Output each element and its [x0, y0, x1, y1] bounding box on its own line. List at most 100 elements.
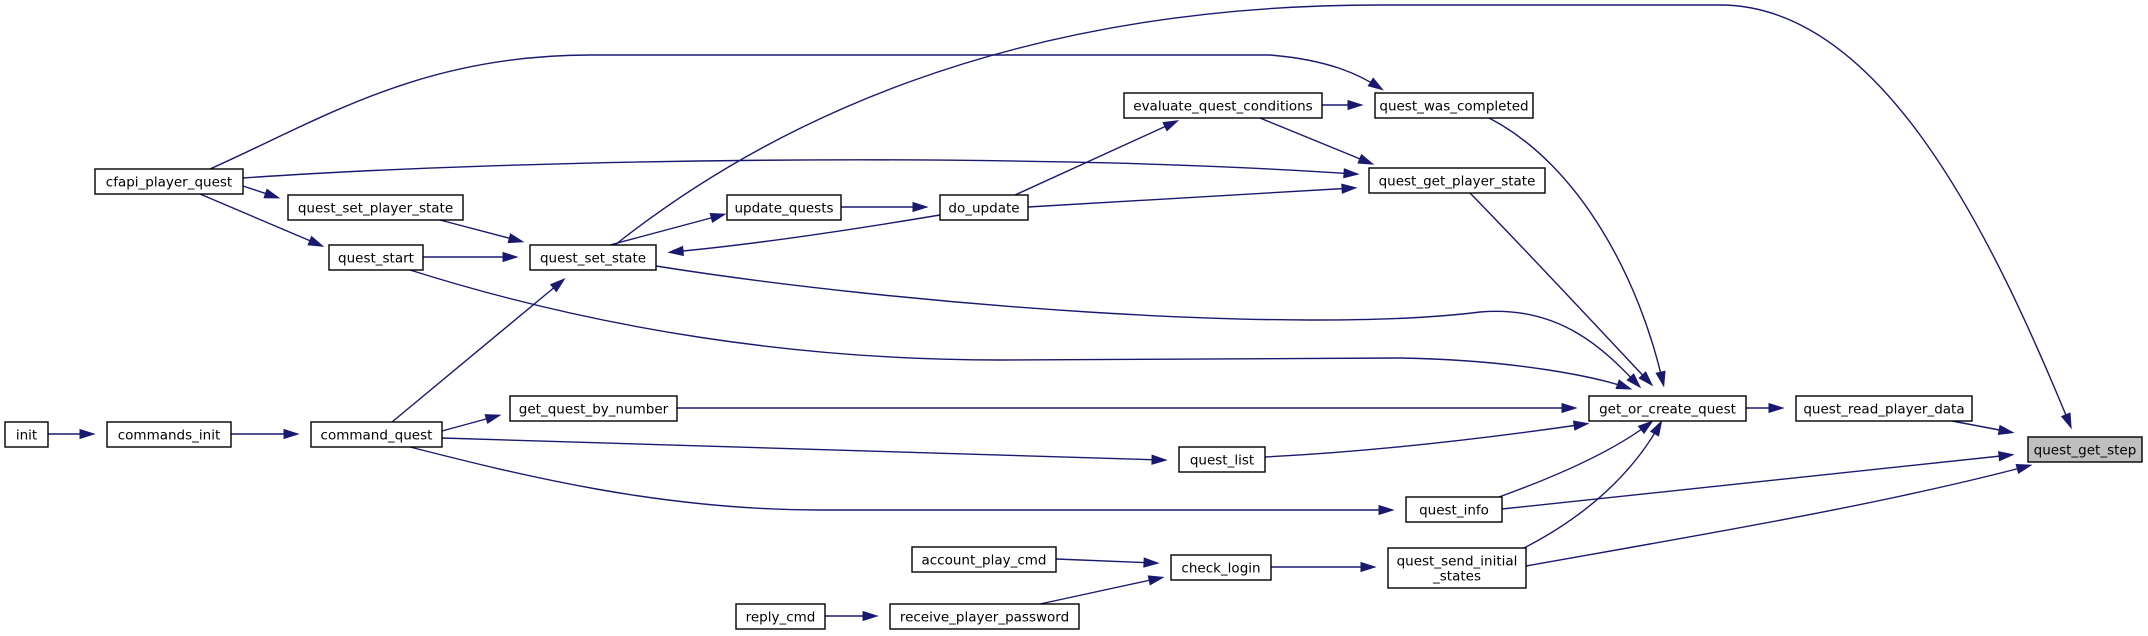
edge-line: [609, 214, 723, 246]
arrowhead-icon: [1637, 420, 1654, 435]
node-commands-init[interactable]: commands_init: [106, 421, 232, 448]
node-cfapi-player-quest[interactable]: cfapi_player_quest: [94, 168, 244, 195]
arrowhead-icon: [79, 428, 96, 440]
node-quest-start[interactable]: quest_start: [328, 244, 424, 271]
edge-receive_player_password-to-check_login: [1039, 575, 1165, 605]
node-label: quest_read_player_data: [1803, 402, 1964, 418]
edge-update_quests-to-do_update: [841, 201, 929, 213]
edge-line: [441, 437, 1164, 461]
node-label: quest_set_state: [540, 251, 646, 267]
node-label: init: [16, 428, 37, 444]
node-box: [889, 603, 1080, 630]
edge-quest_send_initial_states-to-quest_get_step: [1525, 463, 2033, 567]
node-box: [106, 421, 232, 448]
node-label: account_play_cmd: [921, 553, 1046, 569]
node-label: update_quests: [734, 201, 833, 217]
arrowhead-icon: [1378, 504, 1395, 516]
arrowhead-icon: [1997, 424, 2015, 435]
node-quest-read-player-data[interactable]: quest_read_player_data: [1795, 395, 1973, 422]
edge-line: [671, 214, 941, 253]
arrowhead-icon: [307, 235, 325, 247]
edge-line: [409, 446, 1390, 511]
node-box: [1368, 167, 1546, 194]
arrowhead-icon: [667, 245, 684, 257]
node-receive-player-password[interactable]: receive_player_password: [889, 603, 1080, 630]
node-update-quests[interactable]: update_quests: [726, 194, 842, 221]
node-quest-get-step[interactable]: quest_get_step: [2027, 436, 2143, 463]
node-box: [939, 194, 1029, 221]
node-label: command_quest: [321, 428, 433, 444]
arrowhead-icon: [1367, 77, 1384, 91]
edge-line: [655, 265, 1639, 386]
node-quest-was-completed[interactable]: quest_was_completed: [1374, 92, 1534, 119]
node-label: quest_set_player_state: [298, 201, 453, 217]
arrowhead-icon: [1151, 454, 1168, 465]
node-quest-set-state[interactable]: quest_set_state: [529, 244, 657, 271]
node-quest-send-initial-states[interactable]: quest_send_initial_states: [1387, 547, 1527, 589]
node-label: cfapi_player_quest: [106, 175, 232, 191]
arrowhead-icon: [283, 428, 300, 440]
edge-init-to-commands_init: [48, 428, 96, 440]
arrowhead-icon: [549, 278, 566, 293]
arrowhead-icon: [1655, 370, 1666, 388]
node-label: quest_list: [1190, 453, 1254, 469]
node-account-play-cmd[interactable]: account_play_cmd: [911, 546, 1057, 573]
edge-line: [1525, 465, 2029, 567]
node-command-quest[interactable]: command_quest: [310, 421, 443, 448]
node-label: get_or_create_quest: [1599, 402, 1736, 418]
arrowhead-icon: [1561, 402, 1578, 414]
node-check-login[interactable]: check_login: [1170, 554, 1272, 581]
node-label: evaluate_quest_conditions: [1133, 99, 1312, 115]
edge-line: [199, 193, 321, 246]
node-box: [509, 395, 678, 422]
node-box: [1123, 92, 1323, 119]
node-init[interactable]: init: [4, 421, 49, 448]
node-label: do_update: [948, 201, 1019, 217]
node-box: [328, 244, 424, 271]
arrowhead-icon: [1998, 451, 2015, 462]
edge-line: [409, 269, 1629, 389]
node-quest-get-player-state[interactable]: quest_get_player_state: [1368, 167, 1546, 194]
node-box: [94, 168, 244, 195]
node-label: receive_player_password: [900, 610, 1069, 626]
node-reply-cmd[interactable]: reply_cmd: [735, 603, 826, 630]
node-get-quest-by-number[interactable]: get_quest_by_number: [509, 395, 678, 422]
node-box: [1178, 446, 1266, 473]
node-label: quest_send_initial: [1397, 554, 1518, 570]
edge-cfapi_player_quest-to-quest_get_player_state: [242, 159, 1360, 179]
edge-line: [1039, 577, 1161, 605]
edge-line: [439, 219, 521, 242]
arrowhead-icon: [862, 610, 879, 622]
node-quest-info[interactable]: quest_info: [1405, 496, 1503, 523]
node-box: [1588, 395, 1747, 422]
node-box: [735, 603, 826, 630]
node-quest-list[interactable]: quest_list: [1178, 446, 1266, 473]
edge-command_quest-to-get_quest_by_number: [441, 414, 502, 432]
edge-line: [391, 280, 563, 423]
node-label: check_login: [1181, 561, 1260, 577]
node-quest-set-player-state[interactable]: quest_set_player_state: [287, 194, 464, 221]
node-evaluate-quest-conditions[interactable]: evaluate_quest_conditions: [1123, 92, 1323, 119]
node-box: [726, 194, 842, 221]
arrowhead-icon: [1768, 402, 1785, 414]
edge-get_quest_by_number-to-get_or_create_quest: [677, 402, 1578, 414]
arrowhead-icon: [1343, 168, 1360, 179]
node-box: [1374, 92, 1534, 119]
node-box: [1795, 395, 1973, 422]
edge-command_quest-to-quest_list: [441, 437, 1168, 465]
arrowhead-icon: [263, 188, 281, 199]
node-get-or-create-quest[interactable]: get_or_create_quest: [1588, 395, 1747, 422]
arrowhead-icon: [1162, 120, 1180, 132]
edge-line: [242, 159, 1356, 179]
edge-evaluate_quest_conditions-to-quest_was_completed: [1322, 99, 1364, 111]
edge-cfapi_player_quest-to-quest_was_completed: [209, 54, 1384, 170]
edge-reply_cmd-to-receive_player_password: [825, 610, 879, 622]
node-box: [1170, 554, 1272, 581]
node-box: [1387, 547, 1527, 589]
node-box: [529, 244, 657, 271]
node-do-update[interactable]: do_update: [939, 194, 1029, 221]
edge-line: [1264, 423, 1586, 458]
edge-quest_start-to-get_or_create_quest: [409, 269, 1633, 390]
edge-quest_list-to-get_or_create_quest: [1264, 420, 1590, 458]
arrowhead-icon: [1360, 561, 1377, 573]
